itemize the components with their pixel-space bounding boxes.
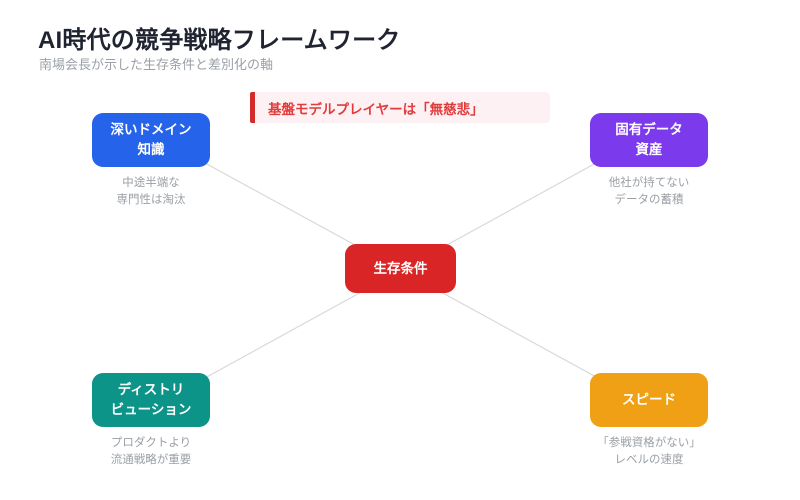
node-label: 固有データ 資産	[615, 122, 683, 157]
node-label: 深いドメイン 知識	[110, 122, 192, 157]
caption-speed: 「参戦資格がない」 レベルの速度	[597, 437, 701, 467]
node-label: スピード	[622, 392, 676, 408]
node-proprietary-data-asset[interactable]: 固有データ 資産	[590, 113, 708, 167]
node-deep-domain-knowledge[interactable]: 深いドメイン 知識	[92, 113, 210, 167]
node-label: ディストリ ビューション	[110, 382, 192, 417]
node-speed[interactable]: スピード	[590, 373, 708, 427]
node-label: 生存条件	[373, 260, 428, 276]
node-survival-conditions[interactable]: 生存条件	[345, 244, 456, 293]
caption-deep-domain-knowledge: 中途半端な 専門性は淘汰	[116, 177, 186, 207]
callout-text: 基盤モデルプレイヤーは「無慈悲」	[268, 101, 484, 117]
node-distribution[interactable]: ディストリ ビューション	[92, 373, 210, 427]
callout-banner: 基盤モデルプレイヤーは「無慈悲」	[250, 92, 550, 123]
callout-accent-bar	[250, 92, 255, 123]
caption-distribution: プロダクトより 流通戦略が重要	[110, 437, 192, 467]
page-subtitle: 南場会長が示した生存条件と差別化の軸	[39, 57, 274, 72]
caption-proprietary-data-asset: 他社が持てない データの蓄積	[608, 177, 690, 207]
page-title: AI時代の競争戦略フレームワーク	[38, 27, 401, 54]
